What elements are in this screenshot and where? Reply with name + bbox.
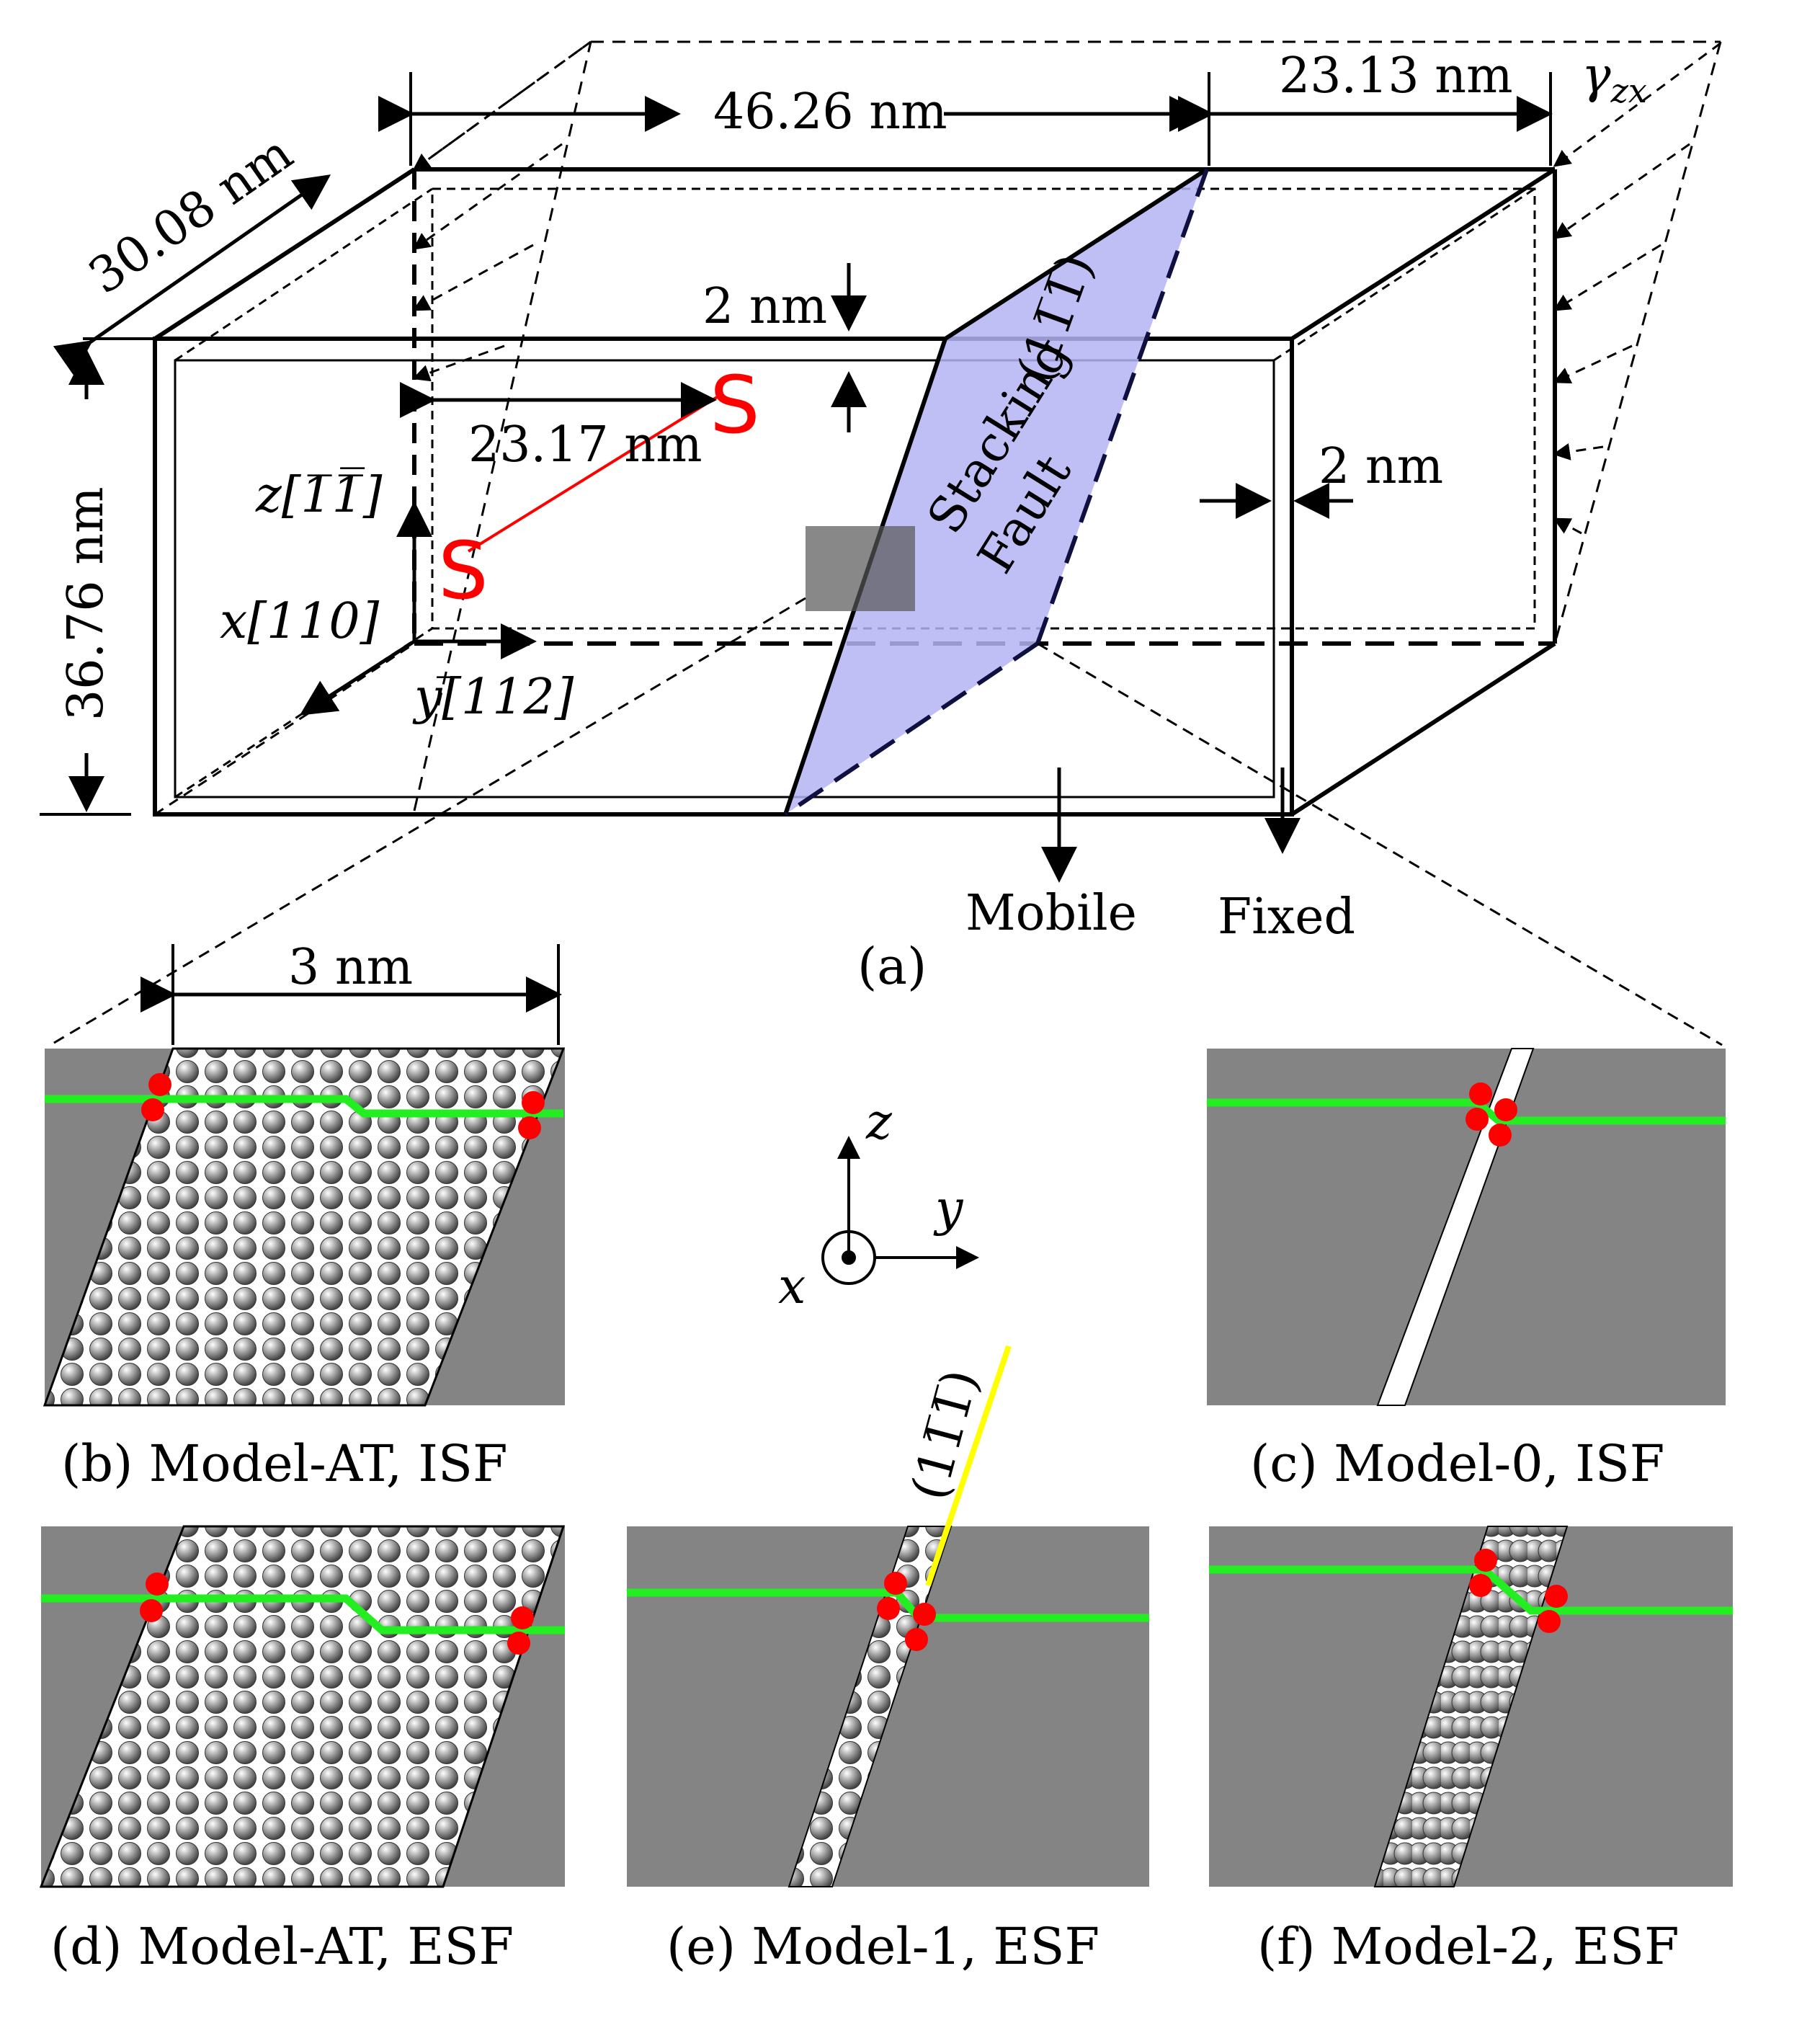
interface-line-b [45, 1095, 563, 1118]
panel-b: 3 nm (b) Model-AT, ISF [43, 939, 566, 1493]
dislocation-end-right: S [710, 359, 760, 451]
plane-normal-e [925, 1345, 1012, 1587]
interface-line-e [627, 1588, 1149, 1622]
markers-b [141, 1073, 545, 1139]
markers-c [1466, 1082, 1517, 1147]
label-dislocation-sep: 23.17 nm [468, 417, 702, 473]
markers-f [1469, 1549, 1568, 1633]
panel-a: S S [40, 40, 1723, 1046]
label-axis-y: y[̅112] [412, 669, 574, 726]
interface-line-f [1209, 1565, 1733, 1615]
panel-f: (f) Model-2, ESF [1209, 1526, 1733, 1976]
coord-y: y [933, 1180, 964, 1237]
caption-e: (e) Model-1, ESF [666, 1917, 1099, 1976]
label-mobile: Mobile [965, 885, 1137, 942]
label-axis-x: x[110] [220, 593, 380, 650]
markers-d [140, 1572, 534, 1655]
caption-d: (d) Model-AT, ESF [50, 1917, 514, 1976]
panel-d: (d) Model-AT, ESF [39, 1525, 566, 1976]
zoom-guides [50, 597, 1723, 1046]
label-width-b: 3 nm [288, 939, 413, 996]
label-layer-top: 2 nm [702, 278, 827, 335]
caption-b: (b) Model-AT, ISF [61, 1434, 508, 1493]
stacking-fault-plane [785, 169, 1207, 814]
panel-e: (11̅1̅) (e) Model-1, ESF [627, 1345, 1149, 1976]
label-box-length: 46.26 nm [713, 84, 947, 141]
panel-c: (c) Model-0, ISF [1207, 1048, 1726, 1493]
interface-line-c [1207, 1098, 1726, 1125]
label-box-height: 36.76 nm [58, 486, 115, 721]
label-layer-side: 2 nm [1319, 438, 1443, 495]
label-shear-offset: 23.13 nm [1279, 48, 1513, 104]
caption-a: (a) [857, 937, 927, 996]
dislocation-end-left: S [438, 525, 489, 617]
label-gamma: γzx [1582, 48, 1647, 110]
coord-z: z [865, 1094, 893, 1151]
label-axis-z: z[1̅1̅̅] [255, 467, 383, 524]
caption-c: (c) Model-0, ISF [1250, 1434, 1664, 1493]
interface-line-d [41, 1594, 565, 1634]
caption-f: (f) Model-2, ESF [1257, 1917, 1680, 1976]
dislocation-line [467, 393, 722, 553]
markers-e [877, 1572, 936, 1651]
label-fixed: Fixed [1218, 889, 1355, 946]
zoom-region [806, 526, 915, 611]
dimension-lines [40, 72, 1553, 883]
coordinate-frame [821, 1136, 979, 1285]
coord-x: x [778, 1258, 806, 1315]
